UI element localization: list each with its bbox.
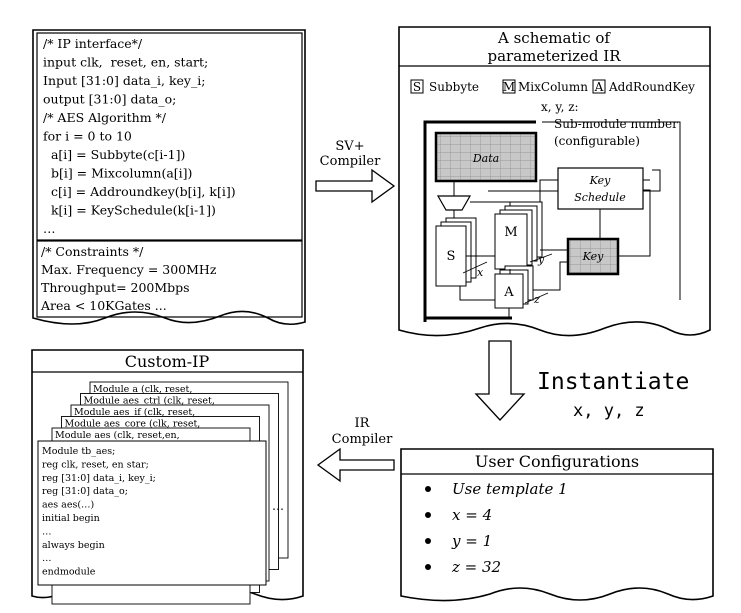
- ir-compiler-arrow: IR Compiler: [316, 416, 395, 483]
- front-module-line: aes aes(…): [42, 500, 94, 511]
- front-module-line: Module tb_aes;: [42, 446, 115, 457]
- custom-ip-title: Custom-IP: [125, 352, 210, 371]
- legend-s-key: S: [413, 80, 421, 94]
- front-module-line: endmodule: [42, 567, 96, 578]
- front-module-line: …: [42, 553, 52, 564]
- legend-a-label: AddRoundKey: [608, 80, 695, 94]
- code-document: /* IP interface*/ input clk, reset, en, s…: [32, 29, 306, 326]
- stack-ellipsis: …: [272, 499, 284, 513]
- front-module-line: always begin: [42, 540, 105, 551]
- code-line: output [31:0] data_o;: [43, 92, 176, 107]
- code-line: /* IP interface*/: [43, 36, 143, 51]
- module-page-header: Module a (clk, reset,: [93, 384, 192, 395]
- code-line: c[i] = Addroundkey(b[i], k[i]): [43, 184, 236, 199]
- config-item: z = 32: [451, 558, 501, 576]
- front-module-page: [37, 440, 267, 586]
- m-module: [494, 213, 528, 270]
- config-item: Use template 1: [452, 480, 568, 498]
- schematic-note-line-1: x, y, z:: [541, 100, 579, 114]
- constraint-line: Throughput= 200Mbps: [41, 280, 190, 295]
- sv-compiler-arrow: SV+ Compiler: [315, 139, 396, 204]
- sv-compiler-label-2: Compiler: [320, 154, 381, 169]
- constraint-lines: /* Constraints */ Max. Frequency = 300MHz…: [40, 244, 217, 313]
- code-line: /* AES Algorithm */: [43, 110, 167, 125]
- module-page-header: Module aes_ctrl (clk, reset,: [84, 396, 215, 407]
- config-bullet: [425, 512, 431, 518]
- y-marker: y: [537, 253, 545, 266]
- constraint-line: Area < 10KGates ...: [40, 298, 167, 313]
- legend-a-key: A: [594, 80, 604, 94]
- config-bullet: [425, 538, 431, 544]
- config-bullet: [425, 564, 431, 570]
- key-schedule-block: [557, 167, 644, 210]
- custom-ip-document: Custom-IP Module a (clk, reset,Module ae…: [31, 349, 304, 605]
- instantiate-arrow: Instantiate x, y, z: [474, 340, 689, 421]
- code-line: for i = 0 to 10: [43, 129, 132, 144]
- s-label: S: [447, 249, 456, 264]
- config-item: x = 4: [452, 506, 492, 524]
- code-line: Input [31:0] data_i, key_i;: [43, 73, 205, 88]
- key-schedule-line-1: Key: [589, 174, 611, 187]
- module-stack: Module a (clk, reset,Module aes_ctrl (cl…: [37, 381, 289, 605]
- module-page-header: Module aes (clk, reset,en,: [55, 430, 180, 441]
- constraints-box: [36, 240, 303, 318]
- legend-a-box: [592, 79, 606, 94]
- ir-compiler-label-1: IR: [355, 416, 371, 431]
- front-module-line: …: [42, 526, 52, 537]
- schematic-note-line-3: (configurable): [554, 134, 640, 148]
- module-page-header: Module aes_core (clk, reset,: [65, 419, 201, 430]
- a-module: [494, 273, 524, 309]
- data-register: [434, 131, 538, 183]
- front-module-line: reg [31:0] data_o;: [42, 486, 128, 497]
- front-module-line: initial begin: [42, 513, 100, 524]
- code-lines: /* IP interface*/ input clk, reset, en, s…: [43, 36, 236, 236]
- s-module: [435, 225, 467, 287]
- config-bullet: [425, 486, 431, 492]
- constraint-line: /* Constraints */: [41, 244, 144, 259]
- legend-m-key: M: [503, 80, 515, 94]
- config-item: y = 1: [451, 532, 492, 550]
- code-inner-box: [36, 32, 303, 241]
- code-line: k[i] = KeySchedule(k[i-1]): [43, 203, 216, 218]
- user-config-document: User Configurations Use template 1 x = 4 y…: [400, 448, 714, 602]
- instantiate-label: Instantiate: [537, 369, 689, 395]
- code-line: input clk, reset, en, start;: [43, 55, 208, 70]
- front-module-line: reg clk, reset, en star;: [42, 459, 149, 470]
- code-line: b[i] = Mixcolumn(a[i]): [43, 166, 192, 181]
- legend-s-box: [410, 79, 424, 94]
- x-marker: x: [477, 266, 484, 279]
- schematic-title-line-2: parameterized IR: [487, 47, 621, 65]
- a-label: A: [503, 285, 514, 300]
- code-line: …: [43, 221, 56, 236]
- schematic-note-line-2: Sub-module number: [554, 117, 678, 131]
- mux: [436, 195, 472, 211]
- constraint-line: Max. Frequency = 300MHz: [41, 262, 217, 277]
- z-marker: z: [533, 293, 540, 306]
- code-line: a[i] = Subbyte(c[i-1]): [43, 147, 185, 162]
- m-label: M: [504, 225, 517, 240]
- legend-m-label: MixColumn: [518, 80, 588, 94]
- sv-compiler-label-1: SV+: [335, 139, 364, 154]
- schematic-document: A schematic of parameterized IR S Subbyt…: [398, 26, 711, 337]
- legend-m-box: [502, 79, 516, 94]
- module-page-header: Module aes_if (clk, reset,: [74, 407, 195, 418]
- key-schedule-line-2: Schedule: [574, 191, 626, 204]
- front-module-line: reg [31:0] data_i, key_i;: [42, 473, 156, 484]
- schematic-title-line-1: A schematic of: [497, 29, 611, 47]
- user-config-title: User Configurations: [475, 452, 639, 471]
- config-items: Use template 1 x = 4 y = 1 z = 32: [425, 480, 568, 576]
- data-label: Data: [472, 152, 499, 165]
- instantiate-vars: x, y, z: [573, 401, 645, 421]
- legend-s-label: Subbyte: [429, 80, 479, 94]
- ir-compiler-label-2: Compiler: [332, 432, 393, 447]
- key-label: Key: [582, 250, 604, 263]
